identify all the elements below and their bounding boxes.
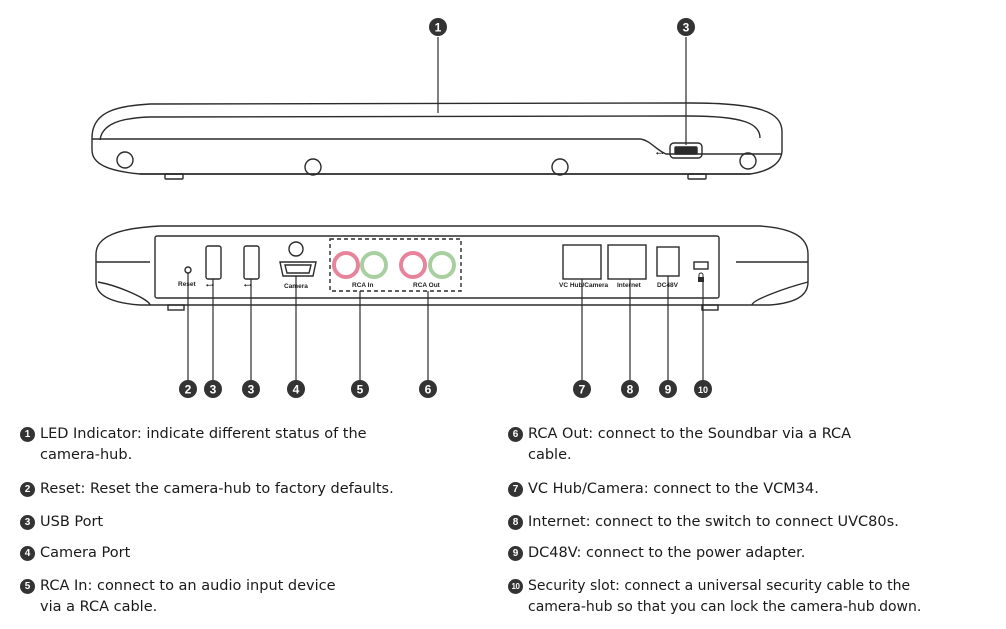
callout-2: 2	[179, 380, 197, 398]
svg-text:5: 5	[357, 383, 364, 397]
legend-item-led-indicator: 1 LED Indicator: indicate different statu…	[20, 424, 367, 466]
legend-text-cont: cable.	[528, 447, 572, 463]
legend-badge: 2	[20, 482, 35, 497]
legend-text: RCA In: connect to an audio input device	[40, 578, 336, 594]
legend-badge: 4	[20, 546, 35, 561]
legend-left: 1 LED Indicator: indicate different statu…	[20, 424, 490, 624]
legend-item-security-slot: 10 Security slot: connect a universal sec…	[508, 576, 921, 618]
rca-in-red-jack	[332, 251, 360, 279]
usb-symbol-icon-1: ⭠•	[206, 282, 214, 289]
legend-item-reset: 2 Reset: Reset the camera-hub to factory …	[20, 479, 394, 500]
legend-text: DC48V: connect to the power adapter.	[528, 545, 806, 561]
callout-9: 9	[659, 380, 677, 398]
callout-3a: 3	[204, 380, 222, 398]
legend-item-rca-out: 6 RCA Out: connect to the Soundbar via a …	[508, 424, 851, 466]
legend-text: Camera Port	[40, 545, 131, 561]
rca-in-green-jack	[360, 251, 388, 279]
legend-item-dc48v: 9 DC48V: connect to the power adapter.	[508, 543, 805, 564]
callout-10: 10	[694, 380, 712, 398]
usb-symbol-icon: ⭠•	[656, 150, 664, 157]
device-top-view	[91, 102, 783, 180]
svg-text:8: 8	[627, 383, 634, 397]
svg-text:10: 10	[698, 385, 708, 395]
legend-badge: 7	[508, 482, 523, 497]
lock-icon	[698, 272, 704, 282]
legend-right: 6 RCA Out: connect to the Soundbar via a …	[508, 424, 1002, 624]
svg-text:9: 9	[665, 383, 672, 397]
svg-text:3: 3	[210, 383, 217, 397]
legend-text-cont: camera-hub so that you can lock the came…	[528, 599, 922, 615]
callout-1: 1	[429, 18, 447, 36]
svg-text:7: 7	[579, 383, 586, 397]
svg-text:4: 4	[293, 383, 300, 397]
svg-text:2: 2	[185, 383, 192, 397]
legend-item-usb-port: 3 USB Port	[20, 512, 103, 533]
svg-text:3: 3	[683, 21, 690, 35]
legend-text: Reset: Reset the camera-hub to factory d…	[40, 481, 394, 497]
svg-text:3: 3	[248, 383, 255, 397]
legend-badge: 3	[20, 515, 35, 530]
legend-item-camera-port: 4 Camera Port	[20, 543, 130, 564]
callout-5: 5	[351, 380, 369, 398]
legend-text: Internet: connect to the switch to conne…	[528, 514, 899, 530]
legend-text-cont: via a RCA cable.	[40, 599, 158, 615]
legend-text: USB Port	[40, 514, 104, 530]
legend-badge: 9	[508, 546, 523, 561]
legend-badge: 1	[20, 427, 35, 442]
callout-6: 6	[419, 380, 437, 398]
svg-text:6: 6	[425, 383, 432, 397]
rca-out-label: RCA Out	[413, 282, 441, 289]
callout-3-top: 3	[677, 18, 695, 36]
svg-text:1: 1	[435, 21, 442, 35]
legend-badge: 5	[20, 579, 35, 594]
vc-hub-camera-label: VC Hub/Camera	[559, 282, 609, 289]
legend-text: LED Indicator: indicate different status…	[40, 426, 367, 442]
legend-badge: 10	[508, 579, 523, 594]
legend-text: Security slot: connect a universal secur…	[528, 578, 911, 594]
internet-label: Internet	[617, 282, 642, 289]
legend-item-internet: 8 Internet: connect to the switch to conn…	[508, 512, 899, 533]
callout-3b: 3	[242, 380, 260, 398]
legend-badge: 8	[508, 515, 523, 530]
leader-lines	[187, 37, 704, 381]
legend-item-vc-hub-camera: 7 VC Hub/Camera: connect to the VCM34.	[508, 479, 819, 500]
reset-label: Reset	[178, 281, 197, 288]
rca-out-red-jack	[399, 251, 427, 279]
usb-symbol-icon-2: ⭠•	[244, 282, 252, 289]
legend-text: VC Hub/Camera: connect to the VCM34.	[528, 481, 819, 497]
rca-in-label: RCA In	[352, 282, 373, 289]
legend-item-rca-in: 5 RCA In: connect to an audio input devic…	[20, 576, 336, 618]
callout-4: 4	[287, 380, 305, 398]
legend-badge: 6	[508, 427, 523, 442]
legend-text: RCA Out: connect to the Soundbar via a R…	[528, 426, 852, 442]
callout-8: 8	[621, 380, 639, 398]
legend-text-cont: camera-hub.	[40, 447, 133, 463]
callout-7: 7	[573, 380, 591, 398]
rca-out-green-jack	[428, 251, 456, 279]
